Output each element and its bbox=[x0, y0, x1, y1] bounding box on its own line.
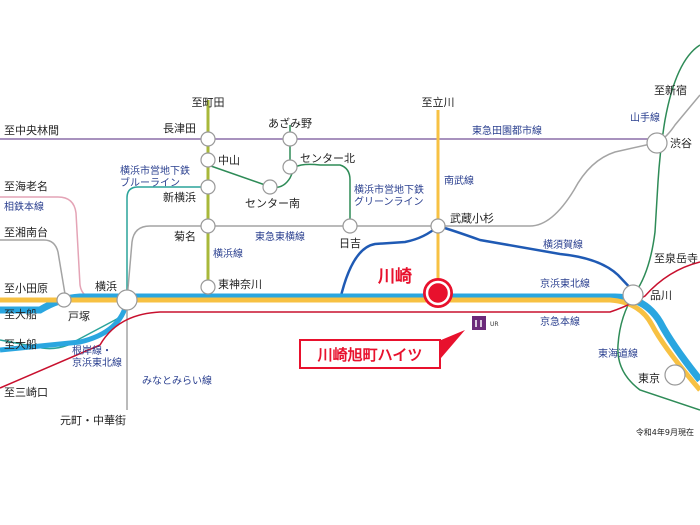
linelabel-negishi-1: 根岸線・ bbox=[72, 344, 112, 357]
label-totsuka: 戸塚 bbox=[68, 310, 90, 323]
station-marker-shinagawa bbox=[622, 284, 644, 306]
station-marker-azamino bbox=[282, 131, 298, 147]
label-higashi-kanagawa: 東神奈川 bbox=[218, 277, 262, 291]
station-marker-shin-yokohama bbox=[200, 179, 216, 195]
linelabel-yokosuka: 横須賀線 bbox=[543, 238, 583, 251]
linelabel-tokaido: 東海道線 bbox=[598, 347, 638, 360]
ur-logo-badge bbox=[472, 316, 486, 330]
label-kikuna: 菊名 bbox=[174, 229, 196, 243]
yokosuka-line bbox=[338, 224, 636, 301]
shonandai-line bbox=[0, 239, 67, 301]
label-shinagawa: 品川 bbox=[650, 289, 672, 302]
keikyu-line bbox=[0, 261, 700, 389]
ur-logo-mark bbox=[475, 320, 482, 327]
label-yokohama: 横浜 bbox=[95, 279, 117, 293]
label-nagatsuta: 長津田 bbox=[163, 122, 196, 135]
linelabel-keikyu: 京急本線 bbox=[540, 315, 580, 328]
station-marker-nagatsuta bbox=[200, 131, 216, 147]
linelabel-sotetsu: 相鉄本線 bbox=[4, 200, 44, 213]
dir-tachikawa: 至立川 bbox=[422, 95, 455, 109]
yamanote-line bbox=[617, 44, 700, 411]
label-hiyoshi: 日吉 bbox=[339, 237, 361, 250]
dir-misakiguchi: 至三崎口 bbox=[4, 385, 48, 399]
date-note: 令和4年9月現在 bbox=[636, 427, 694, 437]
linelabel-yokohama: 横浜線 bbox=[213, 247, 243, 260]
linelabel-blue-line-2: ブルーライン bbox=[120, 176, 180, 189]
linelabel-toyoko: 東急東横線 bbox=[255, 230, 305, 243]
label-center-kita: センター北 bbox=[300, 152, 355, 165]
label-nakayama: 中山 bbox=[218, 154, 240, 167]
dir-shonandai: 至湘南台 bbox=[4, 225, 48, 239]
station-marker-hiyoshi bbox=[342, 218, 358, 234]
dir-shinjuku: 至新宿 bbox=[654, 83, 687, 97]
linelabel-keihin-tohoku: 京浜東北線 bbox=[540, 277, 590, 290]
station-marker-center-minami bbox=[262, 179, 278, 195]
label-shin-yokohama: 新横浜 bbox=[163, 190, 196, 204]
dir-ofuna-1: 至大船 bbox=[4, 307, 37, 321]
station-marker-kawasaki-ring bbox=[425, 280, 451, 306]
dir-chuo-rinkan: 至中央林間 bbox=[4, 123, 59, 137]
label-musashi-kosugi: 武蔵小杉 bbox=[450, 211, 494, 225]
station-marker-yokohama bbox=[116, 289, 138, 311]
label-shibuya: 渋谷 bbox=[670, 137, 692, 150]
dir-ofuna-2: 至大船 bbox=[4, 337, 37, 351]
dir-sengakuji: 至泉岳寺 bbox=[654, 251, 698, 265]
linelabel-negishi-2: 京浜東北線 bbox=[72, 356, 122, 369]
linelabel-yamanote: 山手線 bbox=[630, 111, 660, 124]
station-marker-nakayama bbox=[200, 152, 216, 168]
station-marker-center-kita bbox=[282, 159, 298, 175]
station-marker-musashi-kosugi bbox=[430, 218, 446, 234]
linelabel-green-line-1: 横浜市営地下鉄 bbox=[354, 183, 424, 196]
dir-ebina: 至海老名 bbox=[4, 179, 48, 193]
callout-box bbox=[299, 339, 441, 369]
ur-logo-text: UR bbox=[490, 321, 499, 328]
label-azamino: あざみ野 bbox=[268, 116, 312, 130]
linelabel-nambu: 南武線 bbox=[444, 174, 474, 187]
station-marker-shibuya bbox=[646, 132, 668, 154]
label-center-minami: センター南 bbox=[245, 197, 300, 210]
dir-odawara: 至小田原 bbox=[4, 282, 48, 295]
linelabel-denentoshi: 東急田園都市線 bbox=[472, 124, 542, 137]
callout-text: 川崎旭町ハイツ bbox=[317, 346, 423, 364]
station-marker-tokyo bbox=[664, 364, 686, 386]
label-motomachi: 元町・中華街 bbox=[60, 413, 126, 427]
station-marker-kikuna bbox=[200, 218, 216, 234]
linelabel-green-line-2: グリーンライン bbox=[354, 195, 424, 208]
label-kawasaki: 川崎 bbox=[377, 266, 412, 287]
linelabel-minatomirai: みなとみらい線 bbox=[142, 374, 212, 387]
station-marker-totsuka bbox=[56, 292, 72, 308]
label-tokyo: 東京 bbox=[638, 371, 660, 385]
dir-machida: 至町田 bbox=[192, 96, 225, 109]
green-line-subway bbox=[207, 163, 351, 226]
station-marker-higashi-kanagawa bbox=[200, 279, 216, 295]
linelabel-blue-line-1: 横浜市営地下鉄 bbox=[120, 164, 190, 177]
